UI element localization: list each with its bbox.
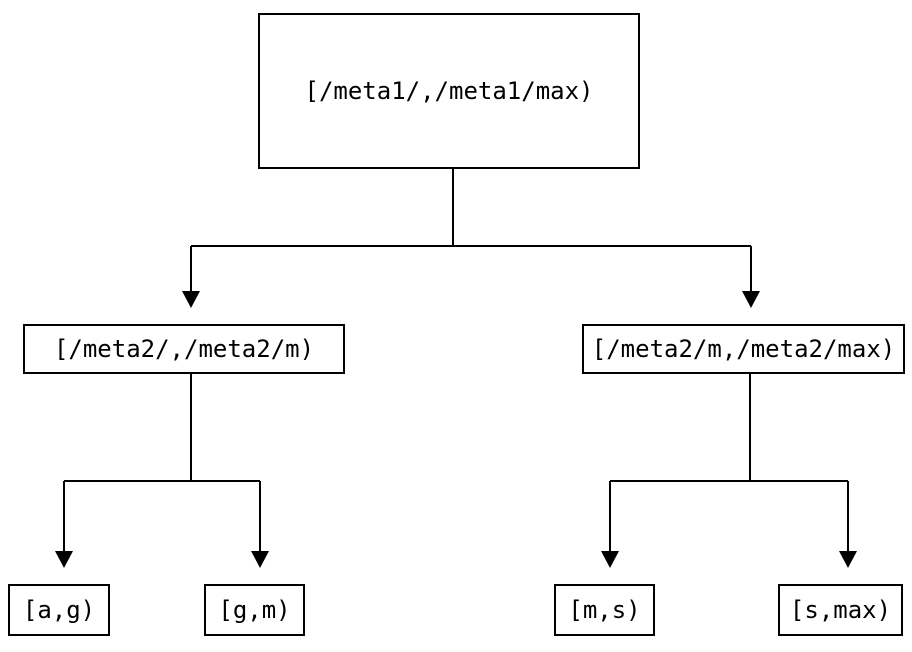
- node-mid-right-label: [/meta2/m,/meta2/max): [591, 335, 896, 363]
- edge-mid-right-to-leaf-ms-arrowhead: [601, 551, 619, 568]
- edge-mid-left-to-leaf-gm-arrowhead: [251, 551, 269, 568]
- node-leaf-gm: [g,m): [204, 584, 305, 636]
- node-root-label: [/meta1/,/meta1/max): [304, 77, 594, 105]
- node-leaf-ag: [a,g): [8, 584, 110, 636]
- node-leaf-smax-label: [s,max): [789, 596, 892, 624]
- node-leaf-smax: [s,max): [778, 584, 903, 636]
- node-leaf-gm-label: [g,m): [218, 596, 291, 624]
- node-mid-right: [/meta2/m,/meta2/max): [582, 324, 905, 374]
- node-leaf-ms-label: [m,s): [568, 596, 641, 624]
- node-mid-left: [/meta2/,/meta2/m): [23, 324, 345, 374]
- edge-root-to-mid-right-arrowhead: [742, 291, 760, 308]
- node-root: [/meta1/,/meta1/max): [258, 13, 640, 169]
- edge-root-to-mid-left-arrowhead: [182, 291, 200, 308]
- node-mid-left-label: [/meta2/,/meta2/m): [53, 335, 315, 363]
- node-leaf-ag-label: [a,g): [22, 596, 96, 624]
- edge-mid-right-to-leaf-smax-arrowhead: [839, 551, 857, 568]
- edge-mid-left-to-leaf-ag-arrowhead: [55, 551, 73, 568]
- node-leaf-ms: [m,s): [554, 584, 655, 636]
